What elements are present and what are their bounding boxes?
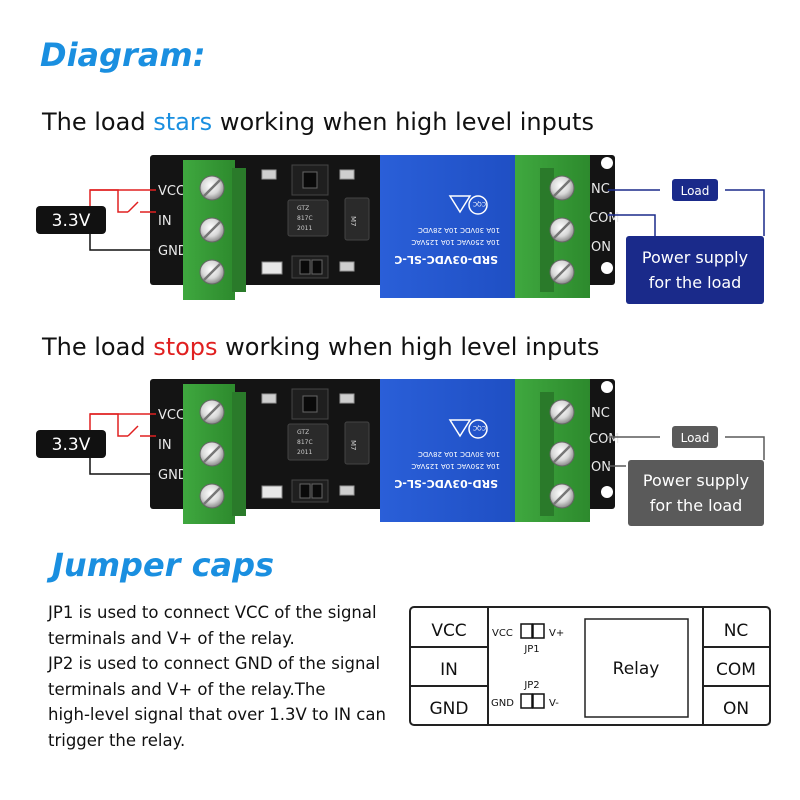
svg-text:M7: M7 <box>349 440 357 451</box>
jumper-text-line: terminals and V+ of the relay.The <box>48 679 326 699</box>
voltage-badge <box>36 430 106 458</box>
section2-prefix: The load <box>42 333 154 361</box>
signal-wires <box>89 189 156 213</box>
optocoupler <box>287 199 329 237</box>
section1-heading: The load stars working when high level i… <box>42 108 594 136</box>
pin-gnd-label: GND <box>158 468 188 483</box>
svg-text:10A 250VAC 10A 125VAC: 10A 250VAC 10A 125VAC <box>411 238 500 246</box>
voltage-label: 3.3V <box>52 211 91 231</box>
led <box>261 485 283 499</box>
jp2-left-label: GND <box>491 698 514 709</box>
jp1-right-label: V+ <box>549 628 564 639</box>
jp1-pin <box>520 623 533 639</box>
schematic-vcc: VCC <box>431 621 466 641</box>
jp1-pin <box>532 623 545 639</box>
signal-wires <box>89 413 156 437</box>
power-supply-line2: for the load <box>650 496 743 515</box>
jumper-text-line: JP1 is used to connect VCC of the signal <box>48 603 377 622</box>
svg-text:10A 30VDC 10A 28VDC: 10A 30VDC 10A 28VDC <box>418 450 500 458</box>
jumper-caps-title: Jumper caps <box>52 546 275 584</box>
jumper-description: JP1 is used to connect VCC of the signal… <box>48 600 398 753</box>
diode <box>344 197 370 241</box>
svg-text:GTZ: GTZ <box>297 429 309 436</box>
jumper-schematic: VCC IN GND NC COM ON Relay VCC V+ JP1 JP… <box>409 606 771 726</box>
board-2: VCC IN GND GTZ 817C 2011 M7 SRD-03VDC-SL… <box>36 379 765 526</box>
schematic-on: ON <box>723 699 749 719</box>
voltage-badge <box>36 206 106 234</box>
schematic-in: IN <box>440 660 458 680</box>
load-wires <box>608 436 765 467</box>
optocoupler <box>287 423 329 461</box>
section2-heading: The load stops working when high level i… <box>42 333 599 361</box>
schematic-nc: NC <box>724 621 749 641</box>
pin-com-label: COM <box>589 432 620 447</box>
power-supply-line1: Power supply <box>643 471 749 490</box>
pin-in-label: IN <box>158 438 172 453</box>
svg-text:CQC: CQC <box>473 200 486 207</box>
pin-on-label: ON <box>591 460 611 475</box>
svg-text:M7: M7 <box>349 216 357 227</box>
pin-nc-label: NC <box>591 182 610 197</box>
jp1-left-label: VCC <box>492 628 513 639</box>
svg-text:CQC: CQC <box>473 424 486 431</box>
section1-suffix: working when high level inputs <box>212 108 594 136</box>
jp2-pin <box>532 693 545 709</box>
jp2-label: JP2 <box>523 680 539 691</box>
load-label: Load <box>681 184 710 198</box>
smd-component <box>261 169 277 180</box>
voltage-label: 3.3V <box>52 435 91 455</box>
pin-vcc-label: VCC <box>158 184 185 199</box>
svg-text:2011: 2011 <box>297 225 312 232</box>
jp1-label: JP1 <box>523 644 539 655</box>
schematic-gnd: GND <box>430 699 469 719</box>
power-supply-box <box>628 460 764 526</box>
pin-nc-label: NC <box>591 406 610 421</box>
section1-prefix: The load <box>42 108 154 136</box>
section1-keyword: stars <box>153 108 213 136</box>
led <box>261 261 283 275</box>
svg-text:SRD-03VDC-SL-C: SRD-03VDC-SL-C <box>394 477 498 490</box>
relay-box <box>584 618 689 718</box>
load-badge <box>672 179 718 201</box>
svg-text:GTZ: GTZ <box>297 205 309 212</box>
svg-text:817C: 817C <box>297 439 313 446</box>
jp2-right-label: V- <box>549 698 559 709</box>
load-label: Load <box>681 431 710 445</box>
svg-text:2011: 2011 <box>297 449 312 456</box>
section2-keyword: stops <box>153 333 218 361</box>
relay-module <box>380 379 515 522</box>
jumper-text-line: terminals and V+ of the relay. <box>48 628 295 648</box>
jp2-pin <box>520 693 533 709</box>
load-badge <box>672 426 718 448</box>
svg-text:10A 30VDC 10A 28VDC: 10A 30VDC 10A 28VDC <box>418 226 500 234</box>
section2-suffix: working when high level inputs <box>217 333 600 361</box>
jumper-text-line: JP2 is used to connect GND of the signal <box>48 654 381 673</box>
pin-in-label: IN <box>158 214 172 229</box>
pin-gnd-label: GND <box>158 244 188 259</box>
svg-text:817C: 817C <box>297 215 313 222</box>
svg-text:SRD-03VDC-SL-C: SRD-03VDC-SL-C <box>394 253 498 266</box>
relay-label: Relay <box>613 659 660 679</box>
diagram-title: Diagram: <box>40 36 206 74</box>
board-1: VCC IN GND GTZ 817C 2011 M7 SRD-03VDC-SL… <box>36 155 765 304</box>
schematic-com: COM <box>716 660 756 680</box>
power-supply-line1: Power supply <box>642 248 748 267</box>
relay-module <box>380 155 515 298</box>
diode <box>344 421 370 465</box>
pin-on-label: ON <box>591 240 611 255</box>
load-wires <box>608 189 765 236</box>
power-supply-line2: for the load <box>649 273 742 292</box>
jumper-text-line: trigger the relay. <box>48 730 186 750</box>
pin-com-label: COM <box>589 211 620 226</box>
jumper-text-line: high-level signal that over 1.3V to IN c… <box>48 705 386 724</box>
pin-vcc-label: VCC <box>158 408 185 423</box>
power-supply-box <box>626 236 764 304</box>
svg-text:10A 250VAC 10A 125VAC: 10A 250VAC 10A 125VAC <box>411 462 500 470</box>
